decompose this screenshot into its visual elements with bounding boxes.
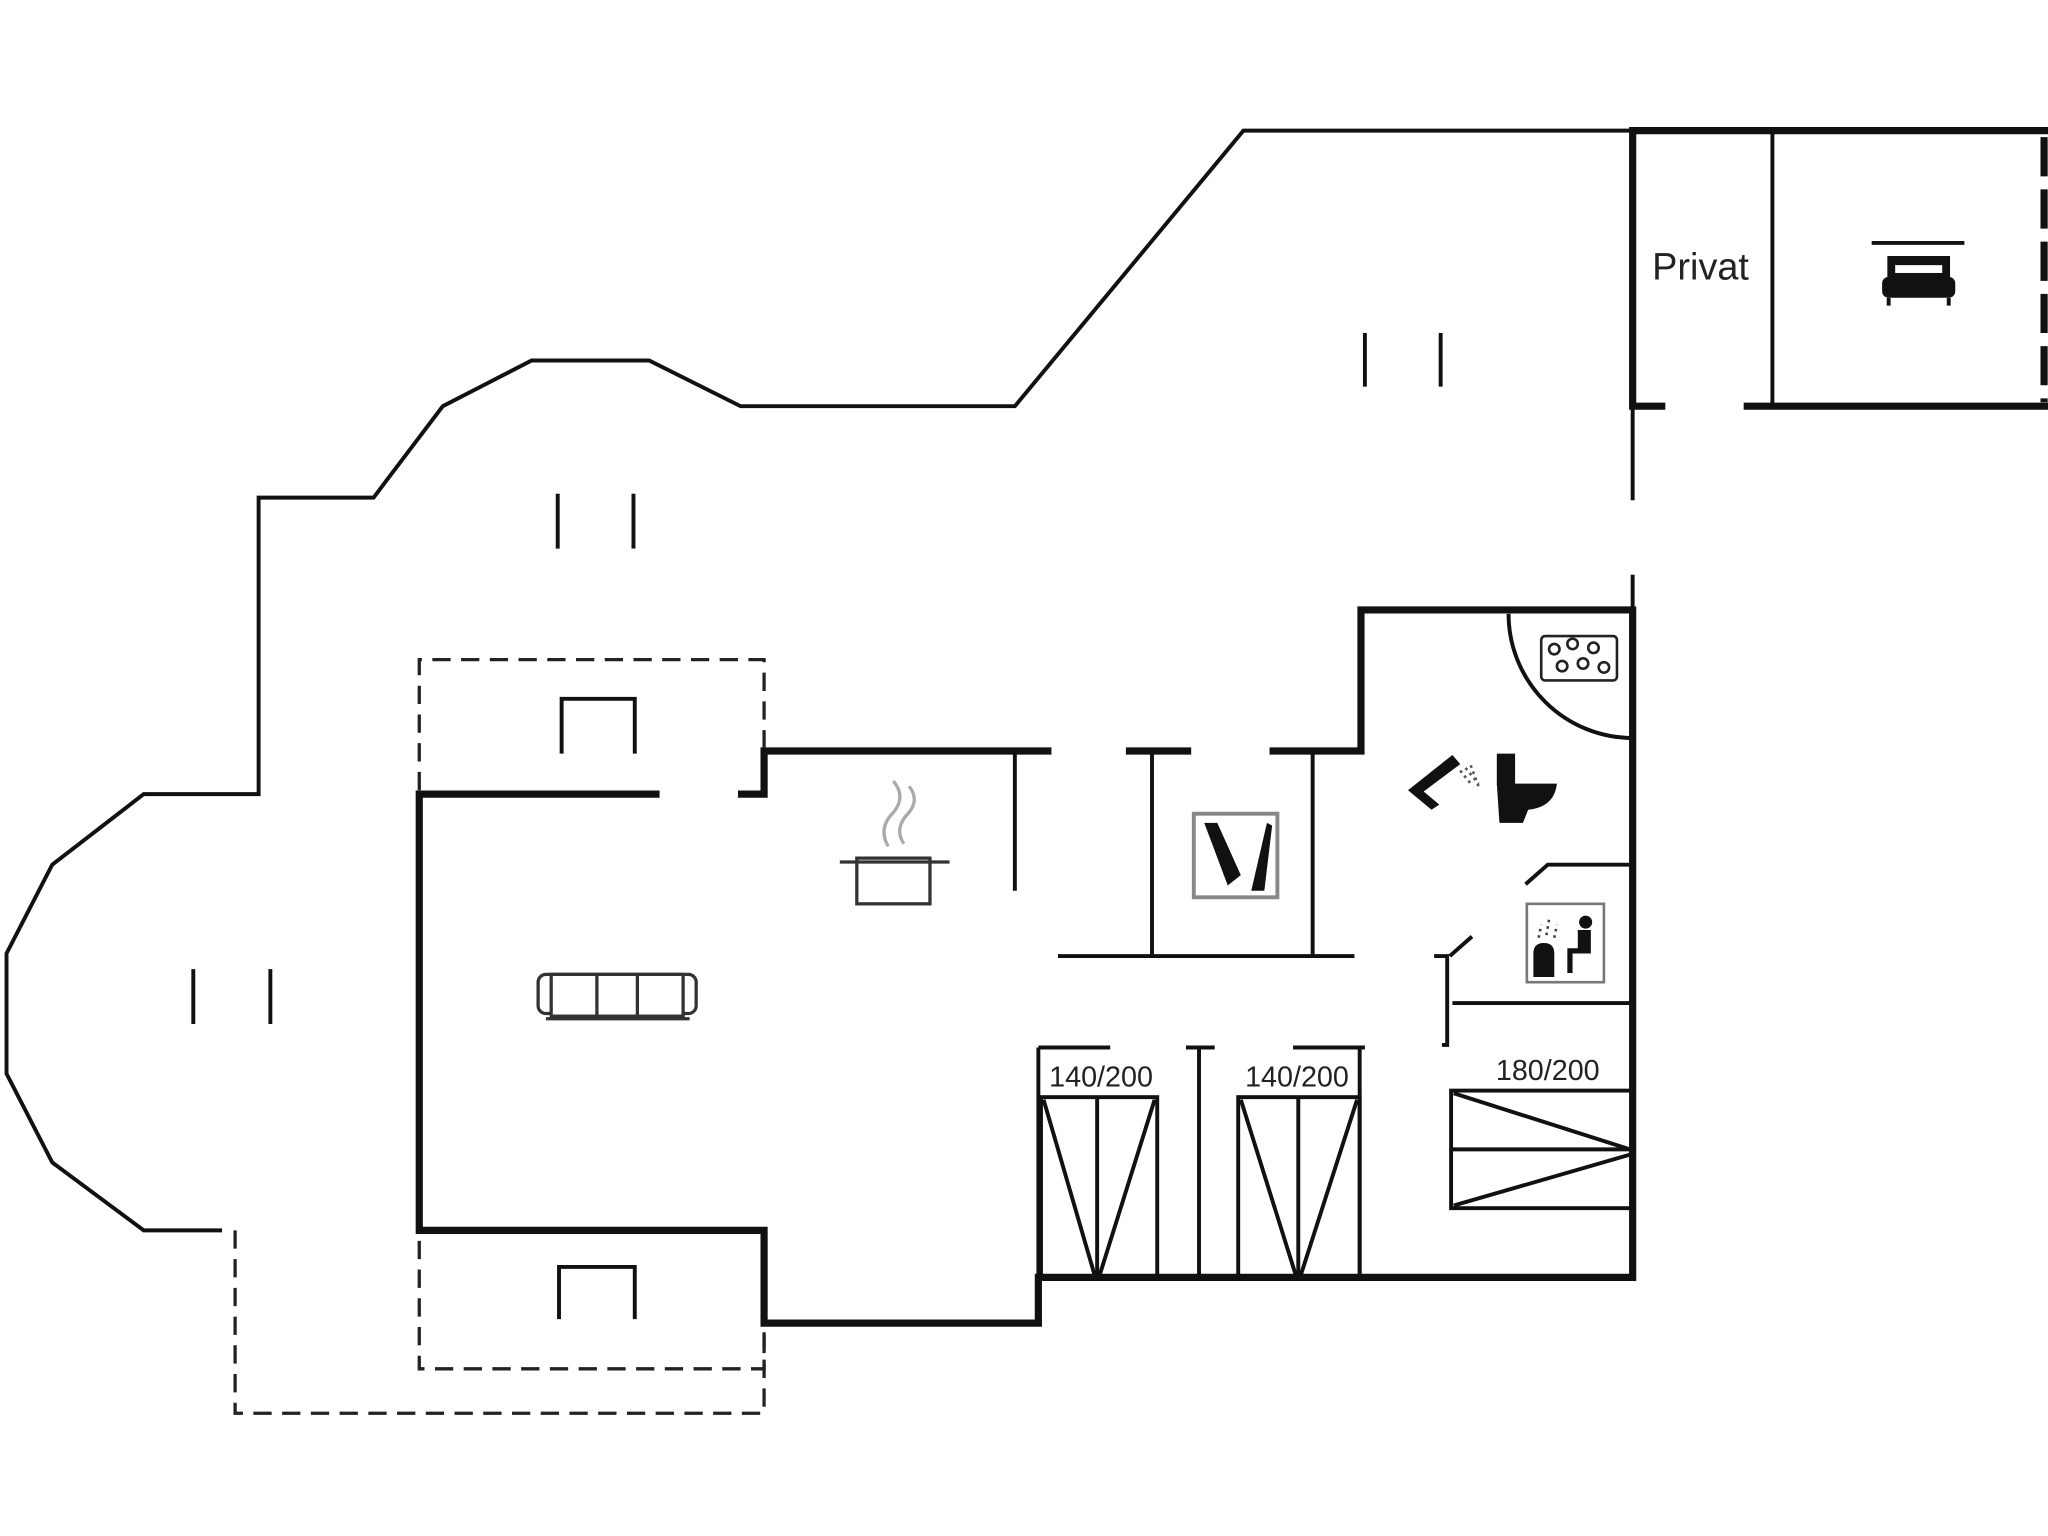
private-label: Privat bbox=[1652, 247, 1749, 289]
toilet-icon bbox=[1496, 753, 1557, 823]
bed-size-label: 180/200 bbox=[1496, 1055, 1600, 1087]
whirlpool-icon bbox=[1539, 634, 1619, 682]
fireplace bbox=[557, 1264, 637, 1320]
door-bath-swing bbox=[1448, 935, 1474, 958]
whirlpool-arc bbox=[1506, 613, 1633, 740]
double-bed-icon bbox=[1871, 240, 1965, 306]
cooking-pot-icon bbox=[839, 780, 950, 906]
bed-size-label: 140/200 bbox=[1245, 1062, 1349, 1094]
doors bbox=[191, 333, 1443, 1024]
bed-size-label: 140/200 bbox=[1049, 1062, 1153, 1094]
terrace-bottom bbox=[417, 1240, 766, 1371]
bed-1 bbox=[1039, 1095, 1160, 1280]
fireplace bbox=[559, 696, 637, 754]
wall-annex bbox=[1629, 127, 2048, 410]
terrace-outline bbox=[233, 1230, 766, 1415]
outer-outline bbox=[4, 128, 1633, 1233]
closets bbox=[1036, 1045, 1365, 1278]
terrace-top bbox=[417, 657, 766, 791]
bed-2 bbox=[1236, 1095, 1362, 1280]
sauna-wall bbox=[1524, 862, 1633, 886]
washing-machine-icon bbox=[1191, 811, 1280, 900]
sauna-icon bbox=[1525, 902, 1606, 984]
sofa-icon bbox=[536, 972, 698, 1021]
wall-main bbox=[415, 606, 1637, 1327]
wall-kitchen bbox=[737, 747, 1052, 798]
bed-3 bbox=[1449, 1088, 1635, 1211]
door-bath bbox=[1434, 954, 1450, 1047]
shower-icon bbox=[1408, 754, 1480, 810]
